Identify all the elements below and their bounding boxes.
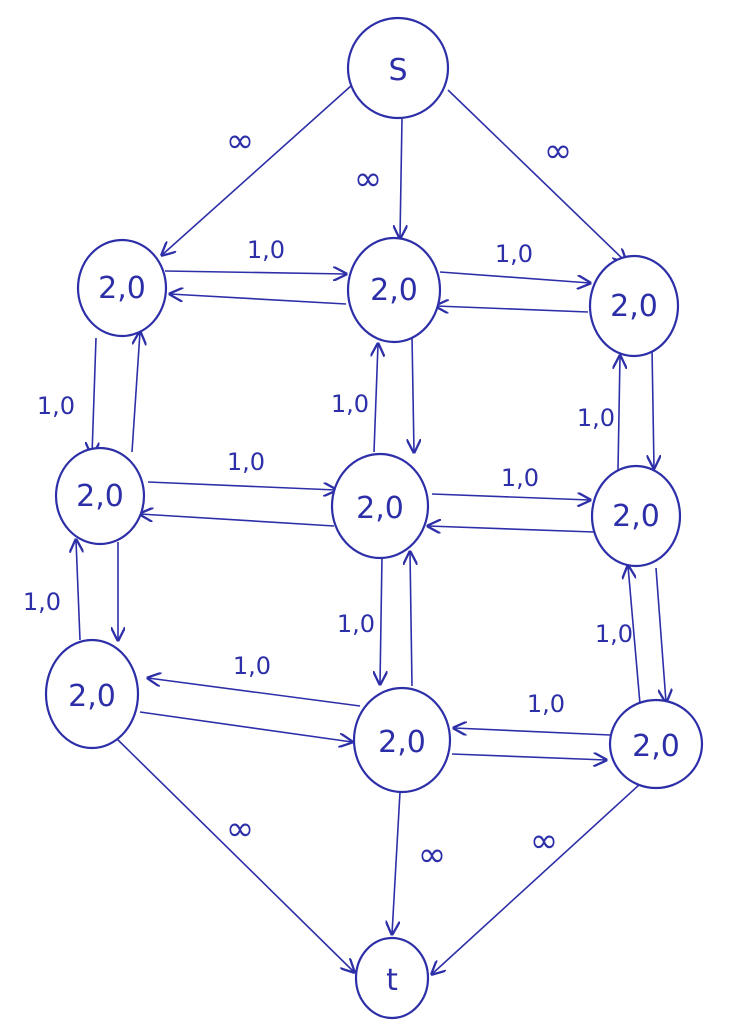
edge-label-n8-n9: 1,0 (527, 690, 565, 718)
edge-n8-n9 (451, 754, 606, 760)
edge-n7-n4 (76, 540, 80, 641)
edge-n7-t (115, 737, 354, 972)
edge-n6-n5 (428, 526, 595, 532)
edge-label-s-n2: ∞ (354, 159, 382, 199)
edge-label-n7-n8: 1,0 (233, 652, 271, 680)
edge-s-n1 (162, 84, 353, 255)
edge-label-n5-n8: 1,0 (337, 610, 375, 638)
edge-n8-t (392, 791, 401, 934)
edge-n2-n1 (170, 294, 347, 305)
node-label-n2: 2,0 (370, 273, 418, 308)
edge-label-n4-n7: 1,0 (23, 588, 61, 616)
node-n2: 2,0 (346, 236, 442, 344)
node-n3: 2,0 (588, 254, 680, 358)
edge-label-s-n1: ∞ (226, 121, 254, 161)
edge-label-n4-n5: 1,0 (227, 448, 265, 476)
node-n4: 2,0 (54, 446, 146, 546)
node-label-n8: 2,0 (378, 725, 426, 760)
node-n5: 2,0 (330, 452, 430, 560)
edge-n2-n3 (439, 271, 590, 283)
node-label-n9: 2,0 (632, 729, 680, 764)
edge-label-s-n3: ∞ (544, 131, 572, 171)
edge-n7-n8 (139, 711, 352, 742)
node-label-n4: 2,0 (76, 479, 124, 514)
edge-n3-n2 (436, 306, 589, 312)
edge-n4-n5 (147, 481, 336, 490)
edge-n2-n5 (374, 344, 378, 453)
node-label-n7: 2,0 (68, 679, 116, 714)
node-n7: 2,0 (44, 638, 140, 750)
node-label-n3: 2,0 (610, 289, 658, 324)
edge-label-n3-n6: 1,0 (577, 404, 615, 432)
edge-label-n2-n5: 1,0 (331, 390, 369, 418)
edge-n8-n7 (148, 678, 361, 707)
edge-label-n8-t: ∞ (418, 835, 446, 875)
node-label-s: S (388, 53, 407, 88)
edge-n6-n9 (655, 567, 666, 702)
edge-n1-n4 (92, 337, 96, 455)
node-s: S (346, 16, 450, 120)
edge-label-n5-n6: 1,0 (501, 464, 539, 492)
edge-n5-n8 (380, 555, 382, 684)
node-n9: 2,0 (608, 698, 704, 790)
node-label-n6: 2,0 (612, 499, 660, 534)
node-label-n1: 2,0 (98, 271, 146, 306)
node-label-t: t (386, 963, 398, 998)
edge-n5-n4 (140, 514, 335, 527)
edge-label-n1-n2: 1,0 (247, 236, 285, 264)
edge-n8-n5 (410, 552, 412, 687)
edge-n9-t (432, 783, 641, 974)
edge-label-n2-n3: 1,0 (495, 240, 533, 268)
edge-label-n9-t: ∞ (530, 821, 558, 861)
edge-n4-n1 (131, 332, 140, 453)
edge-n5-n6 (431, 494, 590, 500)
edge-s-n2 (400, 117, 402, 238)
edge-n9-n8 (454, 728, 611, 736)
edge-label-n7-t: ∞ (226, 809, 254, 849)
node-n6: 2,0 (590, 464, 682, 568)
node-n1: 2,0 (76, 238, 168, 338)
edge-label-n6-n9: 1,0 (595, 620, 633, 648)
edge-n1-n2 (164, 271, 346, 274)
edge-n6-n3 (618, 356, 620, 471)
edge-n9-n6 (628, 566, 641, 705)
edge-label-n1-n4: 1,0 (37, 392, 75, 420)
edge-n5-n2 (412, 335, 414, 452)
edge-n3-n6 (652, 347, 654, 468)
node-label-n5: 2,0 (356, 491, 404, 526)
node-t: t (354, 936, 430, 1020)
edge-s-n3 (447, 89, 626, 262)
node-n8: 2,0 (352, 686, 452, 794)
